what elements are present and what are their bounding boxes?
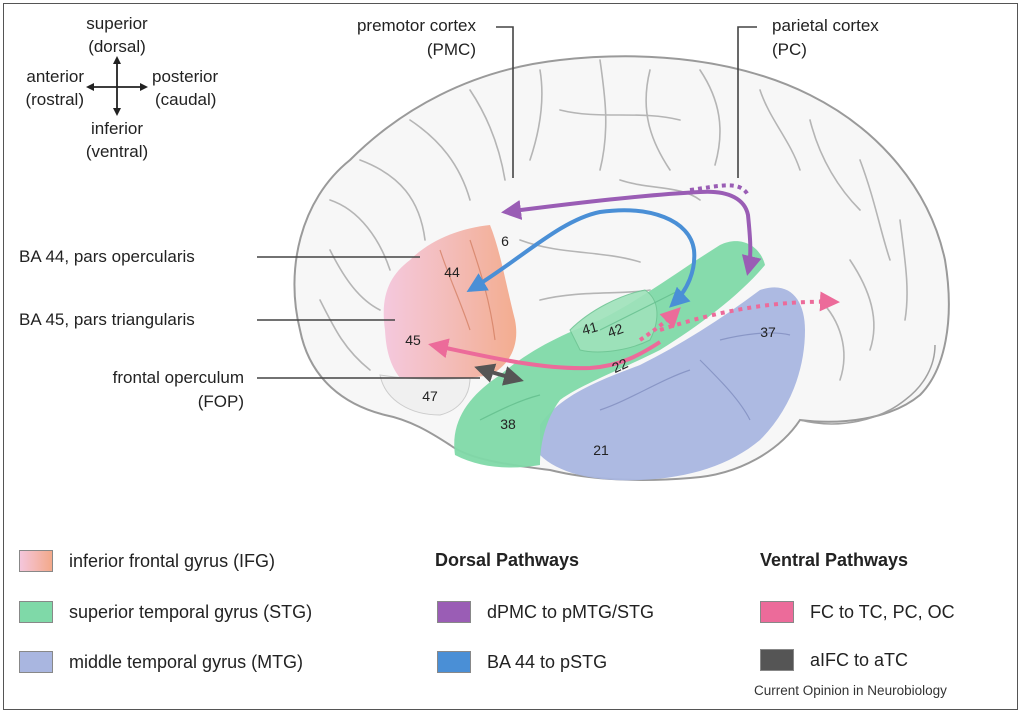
area-44: 44 [444,264,460,280]
label-inferior: inferior [91,119,143,138]
label-ventral: (ventral) [85,142,149,161]
pathway-ba44-pstg [466,208,697,308]
label-posterior: posterior [152,67,219,86]
legend-stg-label: superior temporal gyrus (STG) [69,601,313,622]
label-pc: (PC) [772,40,807,59]
orientation-compass [86,56,148,116]
legend-ventral-grey-label: aIFC to aTC [810,649,909,670]
journal-credit: Current Opinion in Neurobiology [754,683,947,698]
legend-stg: superior temporal gyrus (STG) [19,601,312,623]
legend-mtg: middle temporal gyrus (MTG) [19,651,303,673]
legend-ifg-swatch [19,550,53,572]
area-41: 41 [580,318,599,338]
legend-dorsal-blue: BA 44 to pSTG [437,651,607,673]
legend-ifg-label: inferior frontal gyrus (IFG) [69,550,276,571]
area-38: 38 [500,416,516,432]
legend-ifg: inferior frontal gyrus (IFG) [19,550,275,572]
label-rostral: (rostral) [25,90,84,109]
label-frontal-operculum: frontal operculum [112,368,244,387]
legend-dorsal-blue-swatch [437,651,471,673]
pathway-dpmc-pmtg [501,189,762,276]
legend-stg-swatch [19,601,53,623]
legend-ventral-grey: aIFC to aTC [760,649,908,671]
legend-dorsal-purple-swatch [437,601,471,623]
ifg-region [383,225,517,381]
legend-ventral-pink-label: FC to TC, PC, OC [810,601,955,622]
label-dorsal: (dorsal) [88,37,146,56]
legend-ventral-pink: FC to TC, PC, OC [760,601,955,623]
label-fop: (FOP) [197,392,244,411]
label-parietal-cortex: parietal cortex [772,16,879,35]
label-caudal: (caudal) [155,90,217,109]
area-6: 6 [501,233,509,249]
label-pmc: (PMC) [426,40,476,59]
figure-frame [3,3,1018,710]
label-anterior: anterior [26,67,84,86]
area-45: 45 [405,332,421,348]
label-superior: superior [86,14,148,33]
pathway-aifc-atc [474,363,524,386]
legend-dorsal-blue-label: BA 44 to pSTG [487,651,608,672]
label-ba44: BA 44, pars opercularis [19,247,195,266]
legend-mtg-swatch [19,651,53,673]
pathway-fc-tc [428,338,662,371]
legend-dorsal-title: Dorsal Pathways [435,550,580,570]
legend-dorsal-purple-label: dPMC to pMTG/STG [487,601,655,622]
legend-ventral-title: Ventral Pathways [760,550,909,570]
legend-mtg-label: middle temporal gyrus (MTG) [69,651,304,672]
area-22: 22 [609,355,630,376]
legend-ventral-grey-swatch [760,649,794,671]
legend-dorsal-purple: dPMC to pMTG/STG [437,601,654,623]
callout-lines [257,26,757,379]
area-21: 21 [593,442,609,458]
area-37: 37 [760,324,776,340]
label-ba45: BA 45, pars triangularis [19,310,195,329]
legend-ventral-pink-swatch [760,601,794,623]
area-47: 47 [422,388,438,404]
label-premotor-cortex: premotor cortex [356,16,476,35]
area-42: 42 [605,320,625,340]
